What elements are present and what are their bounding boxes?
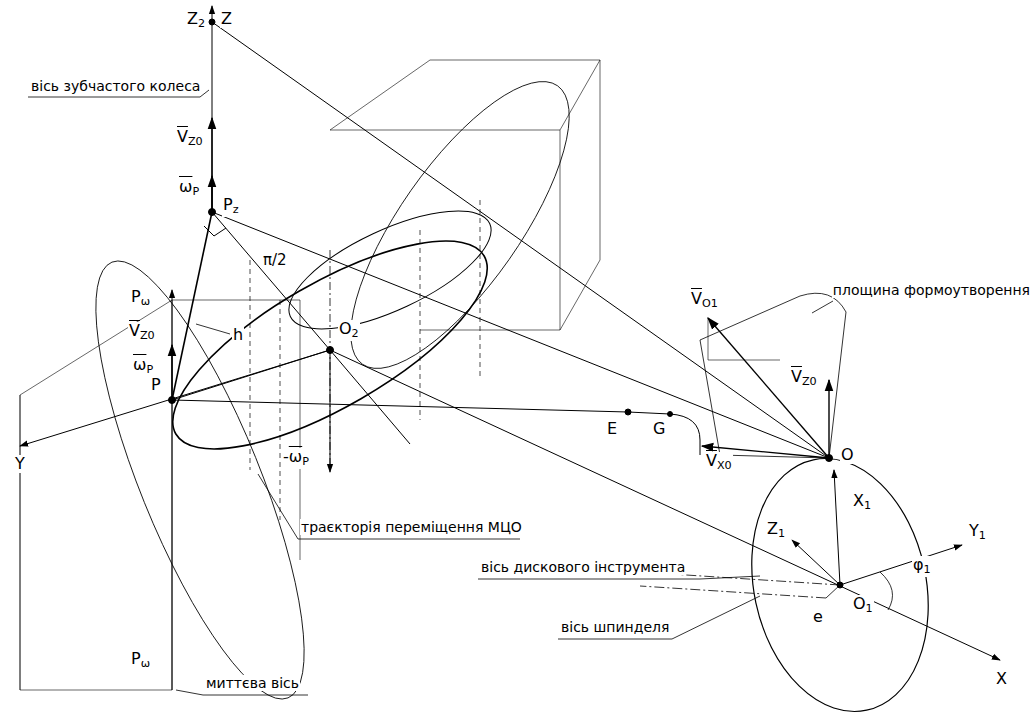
text-part: O1 — [702, 297, 718, 310]
text-part: Z — [187, 9, 198, 28]
text-part: ω — [141, 657, 150, 670]
axis-label: Z1 — [766, 520, 786, 541]
text-part: Z — [221, 9, 232, 28]
axis-label: Z — [220, 10, 233, 28]
axis-label: Y1 — [968, 522, 987, 543]
vector-label: VO1 — [690, 290, 719, 311]
text-part: 1 — [866, 602, 873, 615]
text-part: P — [223, 195, 233, 214]
text-part: E — [607, 419, 617, 438]
text-part: 1 — [778, 527, 785, 540]
text-part: ω — [141, 295, 150, 308]
text-part: Z0 — [188, 135, 203, 148]
text-part: Y — [15, 454, 25, 473]
callout-text: площина формоутворення — [832, 282, 1031, 298]
vector-label: VZ0 — [790, 368, 818, 389]
text-part: X — [996, 669, 1007, 688]
axis-label: Y — [14, 455, 26, 473]
text-part: 1 — [864, 499, 871, 512]
text-part: ω — [133, 355, 146, 374]
text-part: O — [841, 445, 854, 464]
text-part: P — [131, 287, 141, 306]
axis-label: X1 — [852, 492, 872, 513]
point-label: G — [652, 420, 666, 438]
point-label: E — [606, 420, 618, 438]
text-part: вісь зубчастого колеса — [31, 78, 200, 94]
text-part: O — [853, 594, 866, 613]
text-part: вісь шпинделя — [561, 619, 669, 635]
text-part: - — [283, 447, 289, 466]
text-part: P — [151, 375, 161, 394]
callout-text: миттєва вісь — [205, 675, 300, 691]
text-part: ω — [179, 177, 192, 196]
text-part: P — [146, 363, 153, 376]
text-part: P — [302, 455, 309, 468]
axis-label: Z2 — [186, 10, 206, 31]
axis-label: Pω — [130, 650, 151, 671]
vector-label: ωP — [178, 178, 200, 199]
dimension-label: h — [232, 326, 244, 344]
text-part: O — [339, 319, 352, 338]
point-label: O1 — [852, 595, 874, 616]
text-part: h — [233, 325, 243, 344]
angle-label: π/2 — [262, 252, 288, 269]
point-label: O — [840, 446, 855, 464]
text-part: площина формоутворення — [833, 282, 1030, 298]
axis-label: Pω — [130, 288, 151, 309]
text-part: 1 — [979, 529, 986, 542]
vector-label: VZ0 — [176, 128, 204, 149]
text-part: X — [853, 491, 864, 510]
point-label: O2 — [338, 320, 360, 341]
text-part: Z0 — [802, 375, 817, 388]
vector-label: ωP — [132, 356, 154, 377]
callout-text: вісь дискового інструмента — [480, 559, 686, 575]
dimension-label: e — [812, 608, 824, 626]
text-part: P — [131, 649, 141, 668]
text-part: V — [129, 321, 140, 340]
point-label: P — [150, 376, 162, 394]
text-part: Z0 — [140, 329, 155, 342]
point-label: Pz — [222, 196, 240, 217]
axis-label: X — [995, 670, 1008, 688]
text-part: вісь дискового інструмента — [481, 559, 685, 575]
text-part: 1 — [924, 563, 931, 576]
callout-text: траєкторія переміщення МЦО — [300, 519, 523, 535]
text-part: траєкторія переміщення МЦО — [301, 519, 522, 535]
text-part: Z — [767, 519, 778, 538]
vector-label: VX0 — [705, 452, 733, 473]
angle-label: φ1 — [912, 556, 932, 577]
text-part: 2 — [198, 17, 205, 30]
text-part: e — [813, 607, 823, 626]
text-part: X0 — [717, 459, 732, 472]
text-part: π/2 — [263, 251, 287, 269]
text-part: ω — [289, 447, 302, 466]
text-part: P — [192, 185, 199, 198]
callout-text: вісь зубчастого колеса — [30, 78, 201, 94]
text-part: Y — [969, 521, 979, 540]
text-part: φ — [913, 555, 924, 574]
callout-text: вісь шпинделя — [560, 619, 670, 635]
text-part: миттєва вісь — [206, 675, 299, 691]
text-part: 2 — [352, 327, 359, 340]
text-part: V — [791, 367, 802, 386]
text-part: V — [706, 451, 717, 470]
vector-label: VZ0 — [128, 322, 156, 343]
text-part: V — [691, 289, 702, 308]
vector-label: -ωP — [282, 448, 310, 469]
text-part: V — [177, 127, 188, 146]
text-part: z — [233, 203, 239, 216]
text-part: G — [653, 419, 665, 438]
